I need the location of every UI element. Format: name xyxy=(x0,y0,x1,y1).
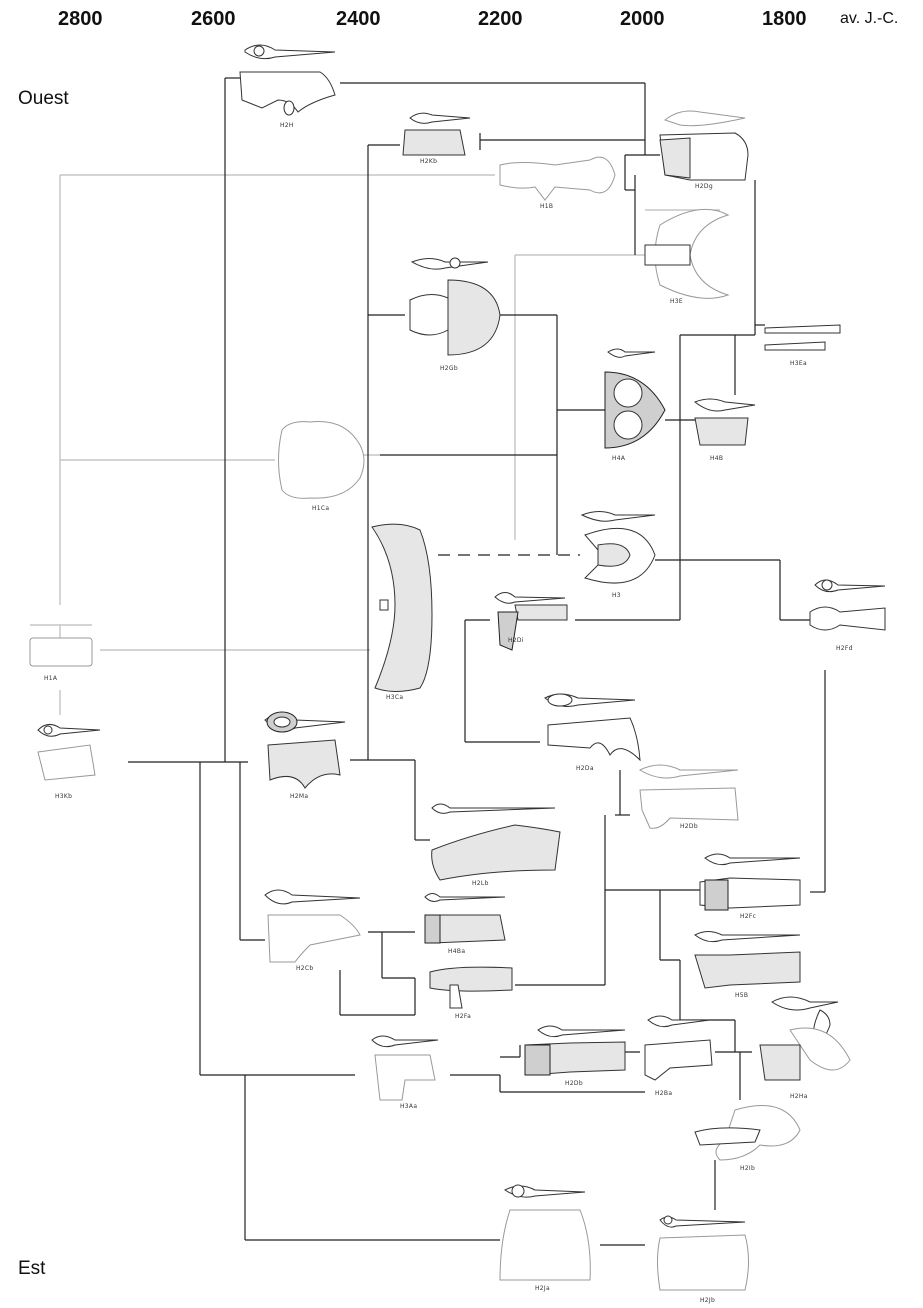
axe-H2Fa xyxy=(430,967,512,1008)
axe-H2Cb xyxy=(265,890,360,962)
axe-H2Db-b xyxy=(525,1026,625,1075)
label-H3Aa: H3Aa xyxy=(400,1103,417,1110)
axe-H4B xyxy=(695,399,755,445)
axe-H2H xyxy=(240,45,335,115)
axe-H3Ca xyxy=(372,524,432,691)
axe-H2Fc xyxy=(700,854,800,910)
label-H2Cb: H2Cb xyxy=(296,965,314,972)
axe-H5B xyxy=(695,932,800,989)
label-H2Ma: H2Ma xyxy=(290,793,308,800)
axe-H2Ib xyxy=(695,1106,800,1161)
axe-H2Db-a xyxy=(640,765,738,828)
label-H2Da: H2Da xyxy=(576,765,594,772)
axe-H1B xyxy=(500,157,615,200)
label-H5B: H5B xyxy=(735,992,748,999)
label-H2Db-b: H2Db xyxy=(565,1080,583,1087)
label-H2Ja: H2Ja xyxy=(535,1285,550,1292)
label-H2Db-a: H2Db xyxy=(680,823,698,830)
label-H4Ba: H4Ba xyxy=(448,948,465,955)
label-H2Ib: H2Ib xyxy=(740,1165,755,1172)
axe-H2Dg xyxy=(660,111,748,180)
axe-H3Kb xyxy=(38,724,100,780)
label-H3Kb: H3Kb xyxy=(55,793,72,800)
axe-H2Ha xyxy=(760,997,850,1080)
axe-H1Ca xyxy=(279,421,365,498)
label-H3: H3 xyxy=(612,592,621,599)
axe-H2Fd xyxy=(810,580,885,630)
label-H3Ea: H3Ea xyxy=(790,360,807,367)
axe-H2Ma xyxy=(265,712,345,788)
label-H4A: H4A xyxy=(612,455,625,462)
axe-H4A xyxy=(605,349,665,448)
axe-H2Lb xyxy=(432,804,560,880)
label-H2Jb: H2Jb xyxy=(700,1297,715,1304)
axe-H2Di xyxy=(495,593,567,651)
label-H2Fd: H2Fd xyxy=(836,645,853,652)
label-H1A: H1A xyxy=(44,675,57,682)
axe-H2Ja xyxy=(500,1185,590,1280)
label-H2Fc: H2Fc xyxy=(740,913,756,920)
label-H1B: H1B xyxy=(540,203,553,210)
label-H3E: H3E xyxy=(670,298,683,305)
label-H2Dg: H2Dg xyxy=(695,183,713,190)
label-H2Kb: H2Kb xyxy=(420,158,437,165)
axe-H1A xyxy=(30,625,92,666)
label-H2Ba: H2Ba xyxy=(655,1090,672,1097)
label-H2Fa: H2Fa xyxy=(455,1013,471,1020)
label-H2H: H2H xyxy=(280,122,294,129)
axe-H3 xyxy=(582,512,655,584)
label-H3Ca: H3Ca xyxy=(386,694,403,701)
axe-H2Jb xyxy=(658,1216,749,1290)
label-H4B: H4B xyxy=(710,455,723,462)
axe-H2Kb xyxy=(403,113,470,155)
axe-H2Da xyxy=(545,694,640,760)
dark-connectors xyxy=(128,78,825,1245)
axe-H2Gb xyxy=(410,258,500,355)
label-H2Gb: H2Gb xyxy=(440,365,458,372)
axe-H3E xyxy=(645,209,728,298)
axe-H2Ba xyxy=(645,1016,712,1080)
label-H2Ha: H2Ha xyxy=(790,1093,808,1100)
label-H2Lb: H2Lb xyxy=(472,880,489,887)
label-H2Di: H2Di xyxy=(508,637,524,644)
axe-H3Ea xyxy=(765,325,840,350)
axe-H3Aa xyxy=(372,1036,438,1100)
axe-H4Ba xyxy=(425,894,505,944)
label-H1Ca: H1Ca xyxy=(312,505,329,512)
